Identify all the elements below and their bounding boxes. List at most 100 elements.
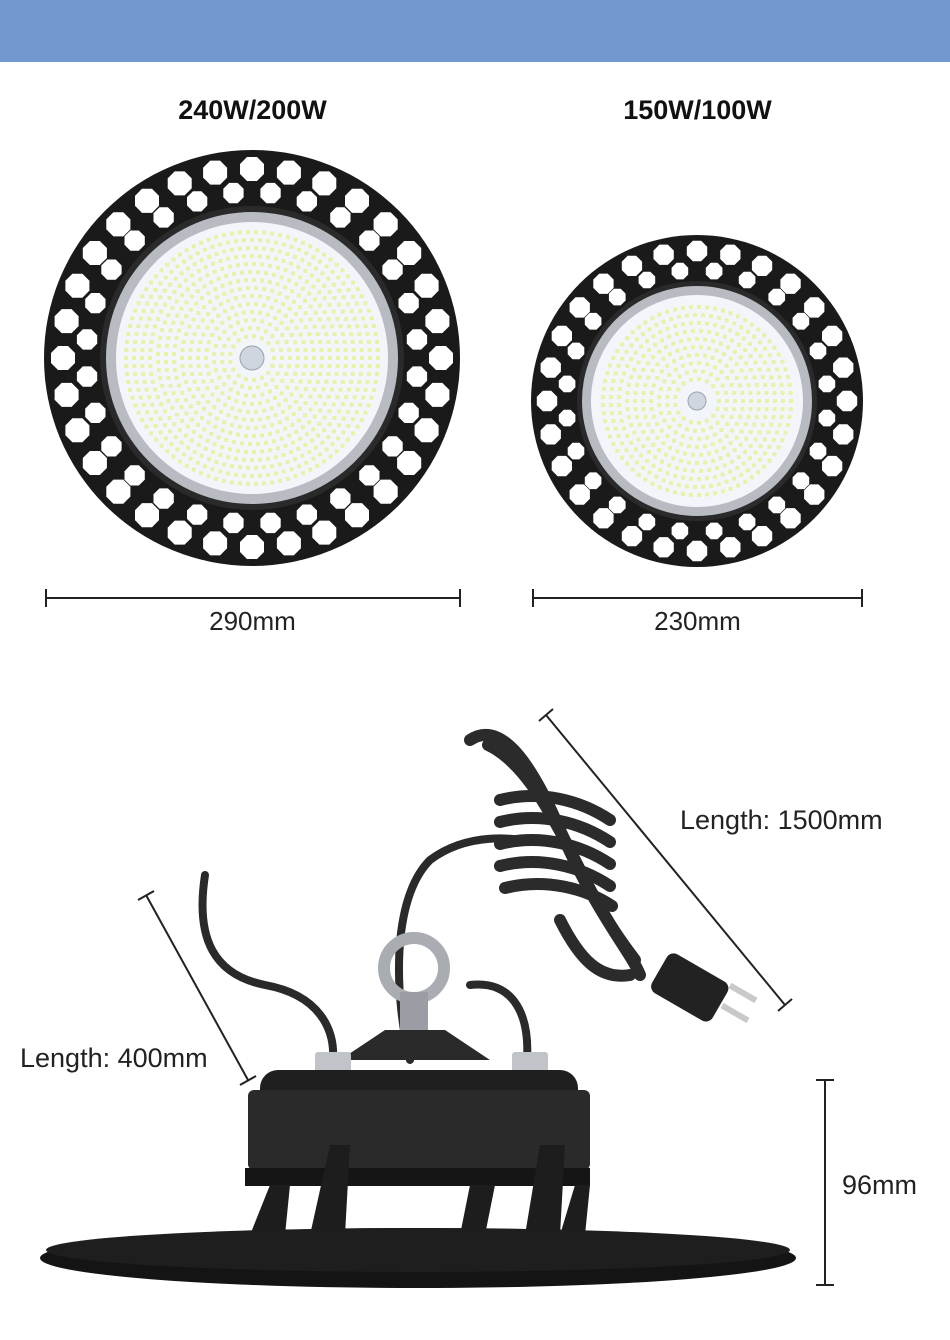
led-chip xyxy=(262,303,266,308)
led-chip xyxy=(179,440,184,445)
led-chip xyxy=(267,431,272,436)
led-chip xyxy=(288,356,292,360)
led-chip xyxy=(772,345,777,350)
led-chip xyxy=(683,451,687,456)
led-chip xyxy=(276,265,280,270)
led-chip xyxy=(703,460,708,465)
led-chip xyxy=(295,364,300,368)
led-chip xyxy=(753,437,758,442)
led-chip xyxy=(278,233,282,238)
led-chip xyxy=(226,374,231,379)
vent-hole xyxy=(551,325,572,347)
led-chip xyxy=(273,298,278,303)
led-chip xyxy=(303,443,308,447)
led-chip xyxy=(248,270,252,274)
led-chip xyxy=(344,395,349,399)
led-chip xyxy=(707,346,711,351)
led-chip xyxy=(301,471,305,476)
led-chip xyxy=(711,458,715,463)
led-chip xyxy=(775,367,779,372)
led-chip xyxy=(163,409,167,414)
led-chip xyxy=(630,330,635,335)
led-chip xyxy=(734,362,739,367)
vent-hole xyxy=(398,402,419,423)
led-chip xyxy=(640,465,645,470)
led-chip xyxy=(703,444,707,449)
vent-hole xyxy=(373,212,398,237)
led-chip xyxy=(657,394,662,399)
led-chip xyxy=(232,380,237,385)
led-chip xyxy=(245,425,250,430)
led-chip xyxy=(216,398,221,403)
led-chip xyxy=(717,399,721,403)
led-chip xyxy=(654,474,659,479)
led-chip xyxy=(665,309,670,314)
led-chip xyxy=(280,333,285,337)
led-chip xyxy=(270,247,274,252)
led-chip xyxy=(202,406,206,411)
vent-hole xyxy=(359,230,380,251)
led-chip xyxy=(210,392,215,397)
led-chip xyxy=(150,309,155,314)
led-chip xyxy=(335,395,340,400)
led-chip xyxy=(352,395,357,400)
led-chip xyxy=(188,347,193,352)
led-chip xyxy=(375,364,380,369)
led-chip xyxy=(753,360,758,365)
vent-hole xyxy=(653,537,674,558)
led-chip xyxy=(732,349,737,354)
led-chip xyxy=(739,429,744,434)
led-chip xyxy=(142,332,147,337)
led-chip xyxy=(350,372,355,376)
led-chip xyxy=(344,317,349,321)
led-chip xyxy=(752,375,757,380)
led-chip xyxy=(196,364,201,368)
led-chip xyxy=(667,411,672,415)
led-chip xyxy=(341,416,346,421)
led-chip xyxy=(134,380,139,384)
vent-hole xyxy=(85,293,106,314)
led-chip xyxy=(667,372,672,377)
led-chip xyxy=(741,461,746,466)
led-chip xyxy=(154,409,159,414)
vent-hole xyxy=(106,479,131,504)
led-chip xyxy=(701,484,705,489)
led-chip xyxy=(661,478,666,483)
led-chip xyxy=(665,326,670,331)
led-chip xyxy=(298,275,303,280)
led-chip xyxy=(166,398,171,403)
led-chip xyxy=(734,422,739,426)
vent-hole xyxy=(671,522,689,540)
led-chip xyxy=(320,271,325,276)
led-chip xyxy=(196,356,200,360)
led-chip xyxy=(132,347,137,352)
led-chip xyxy=(270,423,275,428)
led-chip xyxy=(673,367,678,372)
led-chip xyxy=(711,384,716,389)
led-chip xyxy=(298,332,303,337)
led-chip xyxy=(705,321,709,326)
led-chip xyxy=(256,441,260,446)
led-chip xyxy=(275,340,280,345)
led-chip xyxy=(128,388,133,392)
led-chip xyxy=(270,288,275,293)
led-chip xyxy=(632,430,637,435)
led-chip xyxy=(720,325,725,330)
led-chip xyxy=(605,426,610,431)
led-chip xyxy=(645,458,649,463)
led-chip xyxy=(767,458,772,463)
led-chip xyxy=(743,422,748,427)
led-chip xyxy=(695,337,699,341)
led-chip xyxy=(301,240,305,245)
led-chip xyxy=(780,407,785,412)
led-chip xyxy=(317,394,322,399)
led-chip xyxy=(703,353,707,358)
led-chip xyxy=(651,442,656,447)
vent-hole xyxy=(792,312,810,330)
led-chip xyxy=(686,460,691,465)
led-chip xyxy=(365,380,370,384)
led-chip xyxy=(366,403,371,408)
led-chip xyxy=(650,368,655,373)
led-chip xyxy=(715,331,720,336)
led-chip xyxy=(246,409,250,414)
